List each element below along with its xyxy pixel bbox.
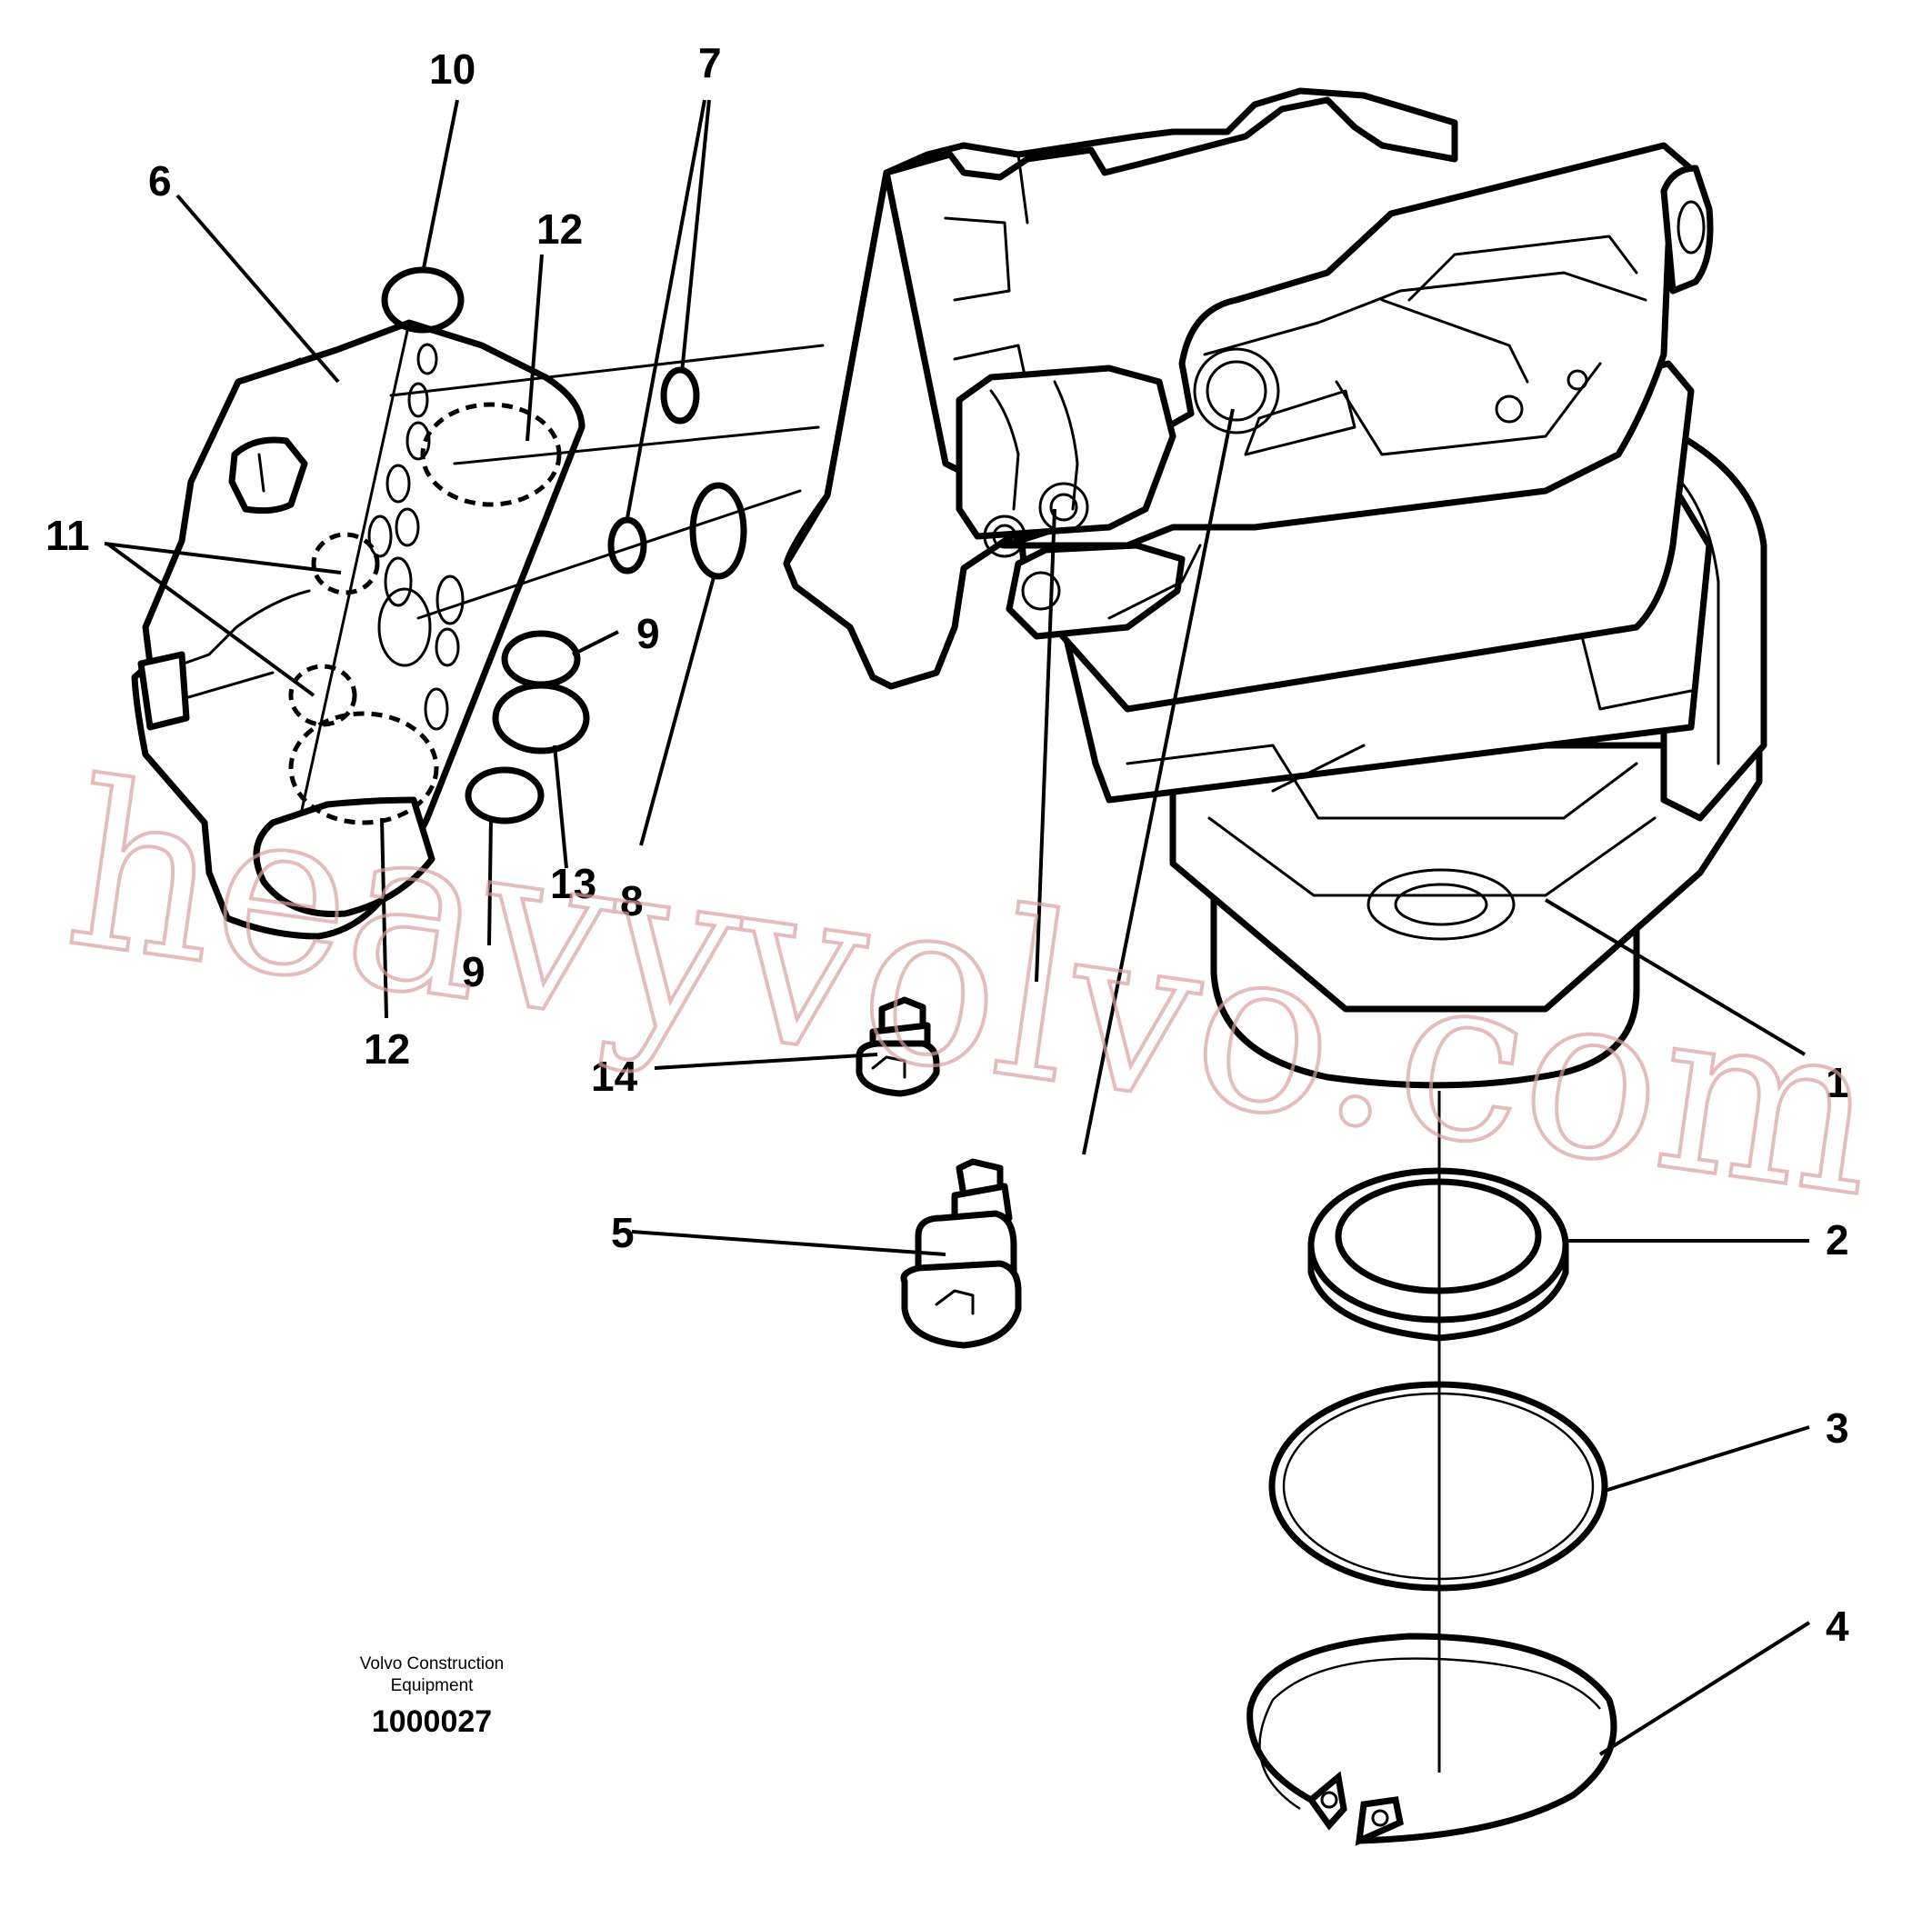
snap-ring-part-4 <box>1246 1633 1617 1846</box>
o-ring-part-8 <box>689 482 747 580</box>
callout-8: 8 <box>620 877 644 924</box>
callout-1: 1 <box>1826 1059 1849 1106</box>
callout-7: 7 <box>698 39 722 86</box>
callout-10: 10 <box>429 45 475 93</box>
footer-brand-line2: Equipment <box>391 1676 475 1695</box>
callout-11: 11 <box>45 512 90 559</box>
callout-2: 2 <box>1826 1216 1849 1264</box>
o-ring-part-10 <box>381 266 465 334</box>
valve-block-part-6 <box>131 319 825 940</box>
callout-5: 5 <box>611 1209 635 1256</box>
plug-screw-part-5 <box>900 1158 1022 1349</box>
callout-4: 4 <box>1826 1603 1849 1650</box>
housing-part-1 <box>783 87 1767 1089</box>
callout-13: 13 <box>550 860 596 907</box>
callout-3: 3 <box>1826 1404 1849 1452</box>
o-ring-part-3 <box>1268 1381 1608 1592</box>
callout-12-upper: 12 <box>536 205 583 253</box>
o-ring-part-13 <box>492 682 590 754</box>
plug-part-14 <box>856 996 940 1097</box>
callout-labels: 1 2 3 4 5 6 7 8 9 9 10 11 12 12 13 14 <box>45 39 1849 1650</box>
callout-12-lower: 12 <box>364 1025 410 1073</box>
footer-brand-line1: Volvo Construction <box>360 1654 504 1673</box>
callout-9-lower: 9 <box>462 948 486 995</box>
o-ring-pair-part-7 <box>607 366 700 574</box>
bearing-ring-part-2 <box>1307 1167 1569 1342</box>
leader-lines <box>104 99 1811 1756</box>
drawing-number: 1000027 <box>372 1704 492 1739</box>
callout-6: 6 <box>148 157 172 205</box>
callout-14: 14 <box>591 1053 638 1100</box>
callout-9-upper: 9 <box>636 610 660 657</box>
drawing-footer: Volvo Construction Equipment 1000027 <box>360 1654 504 1739</box>
